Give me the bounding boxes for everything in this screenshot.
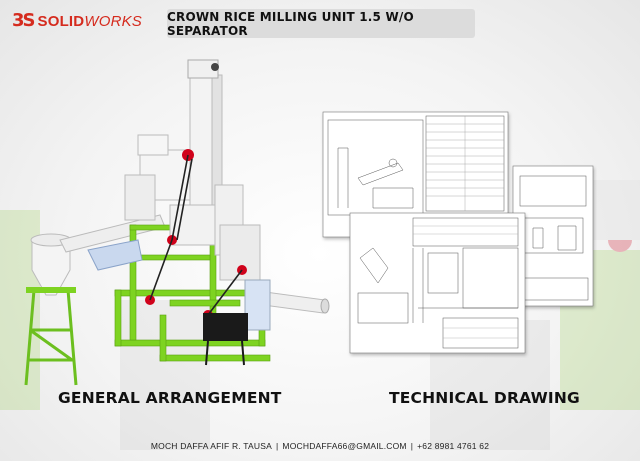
author-email[interactable]: MOCHDAFFA66@GMAIL.COM [282,441,407,451]
separator: | [276,441,279,451]
solidworks-logo: 3S SOLIDWORKS [12,12,142,30]
drawing-sheet-3 [512,165,594,307]
separator: | [410,441,414,451]
drawing-sheet-2 [349,212,526,354]
technical-drawing-caption: TECHNICAL DRAWING [389,389,580,407]
author-name: MOCH DAFFA AFIF R. TAUSA [150,441,272,451]
solidworks-wordmark: SOLIDWORKS [37,12,143,30]
ds-logo-icon: 3S [12,10,35,31]
page-title: CROWN RICE MILLING UNIT 1.5 W/O SEPARATO… [167,9,414,38]
footer-contact: MOCH DAFFA AFIF R. TAUSA |MOCHDAFFA66@GMA… [0,441,640,451]
author-phone: +62 8981 4761 62 [417,441,490,451]
title-banner: CROWN RICE MILLING UNIT 1.5 W/O SEPARATO… [167,9,475,38]
general-arrangement-caption: GENERAL ARRANGEMENT [58,389,282,407]
technical-drawing-sheets [322,111,594,354]
general-arrangement-render [24,59,330,386]
